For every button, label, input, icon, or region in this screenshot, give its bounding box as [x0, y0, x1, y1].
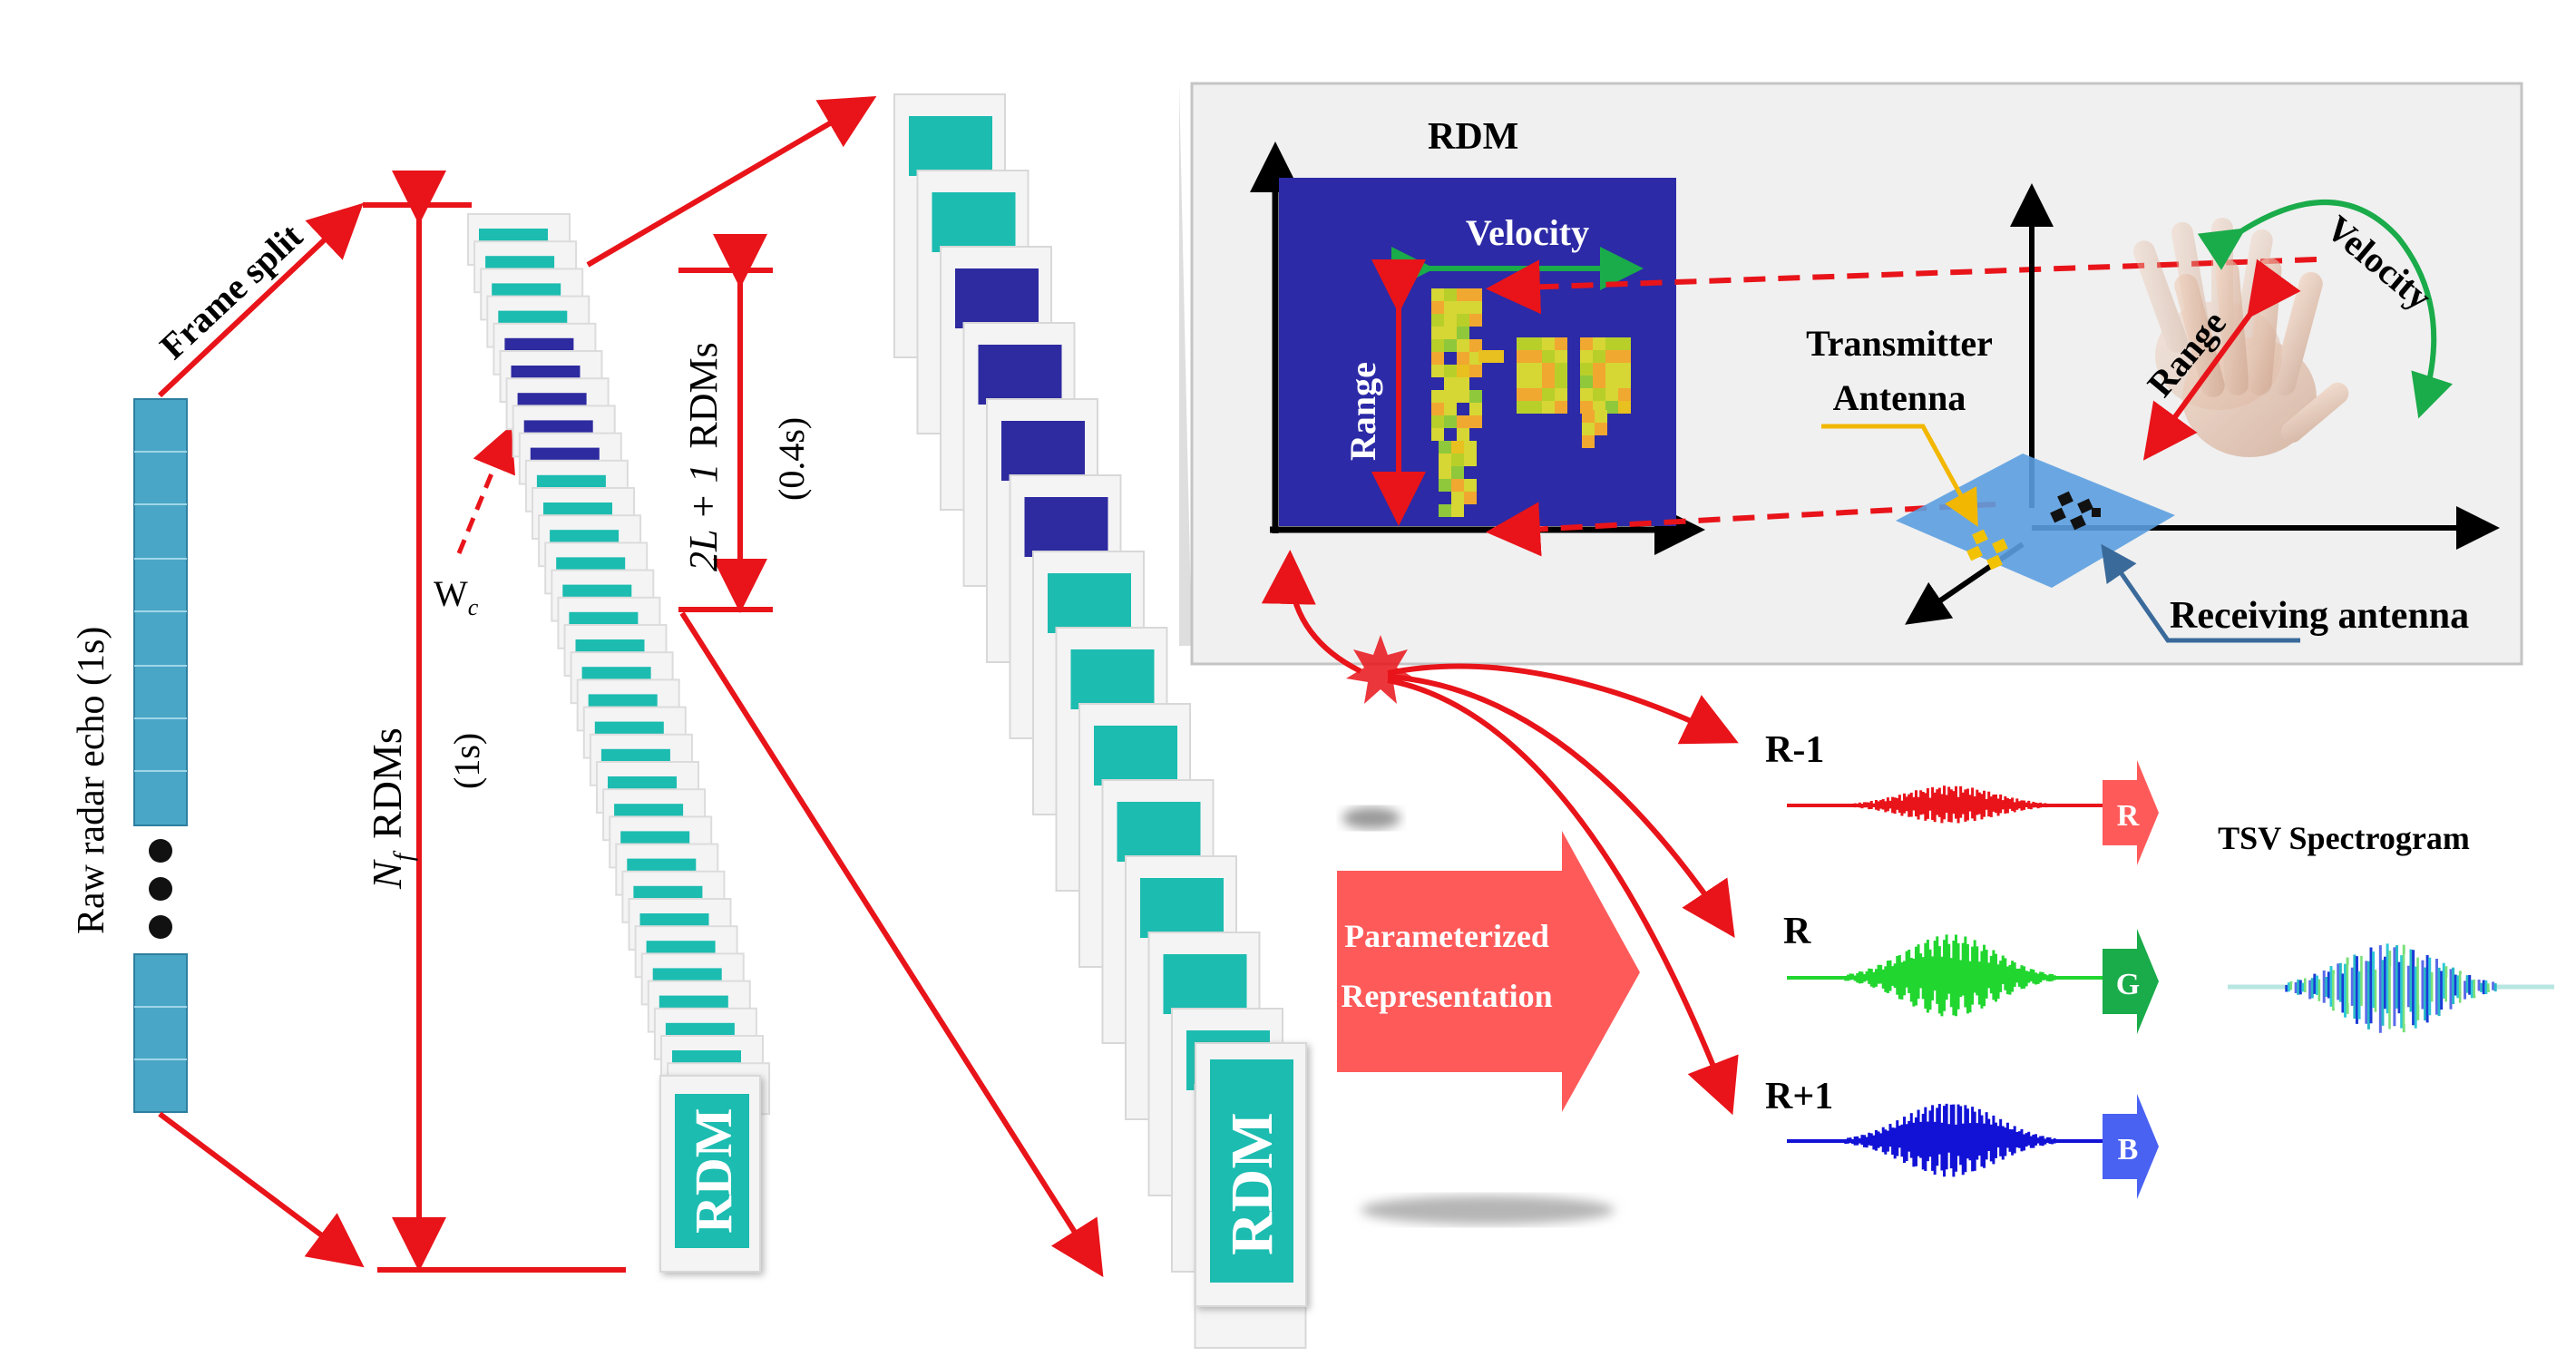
echo-line-bottom	[1486, 502, 1996, 557]
raw-echo-bar-bottom	[133, 953, 188, 1113]
ellipsis-dots	[149, 839, 172, 939]
window-duration: (0.4s)	[771, 417, 812, 501]
param-label-line2: Representation	[1341, 978, 1552, 1014]
svg-text:2L + 1RDMs: 2L + 1RDMs	[681, 342, 726, 571]
param-label-line1: Parameterized	[1344, 918, 1549, 954]
spectrum-r	[1787, 934, 2113, 1017]
nf-duration: (1s)	[446, 733, 487, 789]
frame-split-arrow-bottom	[158, 1111, 365, 1268]
spectrum-r-plus-1	[1787, 1103, 2113, 1177]
panel-rdm-title: RDM	[1428, 116, 1518, 158]
frame-split-arrow-top	[157, 202, 364, 398]
channel-g-arrow: G	[2103, 929, 2159, 1034]
nf-bracket	[363, 171, 626, 1273]
channel-r-arrow: R	[2103, 760, 2159, 865]
zoom-arrow-top	[586, 95, 877, 268]
burst-star	[1346, 635, 1415, 704]
big-stack-final-card: RDM	[1195, 1042, 1307, 1307]
transmitter-pointer	[1821, 424, 1978, 527]
tsv-label: TSV Spectrogram	[2218, 820, 2470, 856]
frame-split-label: Frame split	[151, 215, 310, 366]
receiving-label: Receiving antenna	[2170, 595, 2469, 637]
row-label-r-plus-1: R+1	[1765, 1076, 1833, 1117]
zoom-arrow-bottom	[679, 611, 1104, 1278]
feedback-arrow	[1261, 550, 1362, 674]
row-label-r: R	[1783, 911, 1811, 952]
range-bin-spectra	[1787, 785, 2554, 1177]
receiver-pointer	[2101, 543, 2300, 643]
spectrum-r-minus-1	[1787, 785, 2113, 824]
window-label: 2L + 1RDMs	[681, 342, 726, 571]
parameterized-representation-arrow: Parameterized Representation	[1337, 831, 1640, 1112]
blur-smudge-bottom	[1361, 1195, 1615, 1225]
svg-text:Transmitter: Transmitter	[1806, 323, 1993, 364]
blur-smudge-top	[1342, 807, 1400, 829]
svg-text:Antenna: Antenna	[1833, 377, 1966, 418]
big-stack-caption: RDM	[1219, 1112, 1285, 1255]
window-bracket	[678, 234, 773, 613]
channel-b-arrow: B	[2103, 1094, 2159, 1199]
rdm-velocity-label: Velocity	[1466, 212, 1589, 253]
rdm-axes	[1250, 141, 1705, 555]
small-stack-final-card: RDM	[659, 1075, 761, 1273]
wc-label: Wc	[434, 573, 479, 620]
svg-text:NfRDMs: NfRDMs	[364, 727, 418, 890]
rdm-range-label: Range	[1342, 362, 1383, 461]
transmitter-label: Transmitter Antenna	[1806, 323, 1993, 418]
nf-label: NfRDMs	[364, 727, 418, 890]
bin-arrows	[1387, 663, 1739, 1116]
small-stack-caption: RDM	[684, 1107, 743, 1234]
hand-velocity-arc	[2197, 200, 2453, 419]
rdm-heatmap-cells	[1431, 288, 1631, 517]
svg-text:B: B	[2118, 1133, 2139, 1166]
wc-arrow	[456, 424, 515, 554]
small-rdm-stack	[467, 213, 771, 1116]
tsv-spectrogram-image	[2228, 943, 2554, 1034]
raw-echo-label: Raw radar echo (1s)	[71, 627, 112, 934]
row-label-r-minus-1: R-1	[1765, 729, 1824, 771]
svg-text:G: G	[2116, 968, 2140, 1001]
svg-text:R: R	[2117, 799, 2140, 833]
raw-echo-bar-top	[133, 398, 188, 826]
